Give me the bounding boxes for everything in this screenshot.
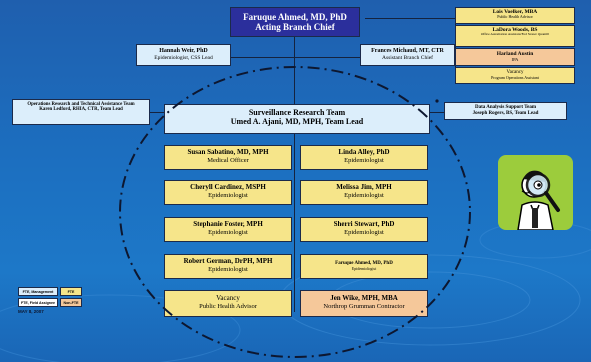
left-lead-box: Hannah Weir, PhD Epidemiologist, CSS Lea… (136, 44, 231, 66)
staff-name: Lois Voelker, MBA (492, 9, 538, 15)
member-box: Melissa Jim, MPH Epidemiologist (300, 180, 428, 205)
left-lead-title: Epidemiologist, CSS Lead (154, 54, 213, 61)
legend-date: MAY 8, 2007 (18, 309, 44, 314)
member-name: Melissa Jim, MPH (336, 183, 392, 191)
staff-title: Office Automation Assistant/Fed Stoner Q… (480, 32, 550, 37)
legend-label: FTE, Management (22, 289, 54, 294)
member-title: Epidemiologist (344, 228, 384, 236)
member-name: Sherri Stewart, PhD (333, 220, 395, 228)
data-team-lead: Joseph Rogers, BS, Team Lead (472, 110, 539, 116)
member-box: Stephanie Foster, MPH Epidemiologist (164, 217, 292, 242)
data-team-box: Data Analysis Support Team Joseph Rogers… (444, 102, 567, 120)
right-lead-name: Frances Michaud, MT, CTR (371, 48, 444, 54)
member-name: Robert German, DrPH, MPH (183, 257, 273, 265)
member-box: Susan Sabatino, MD, MPH Medical Officer (164, 145, 292, 170)
member-name: Susan Sabatino, MD, MPH (187, 148, 269, 156)
staff-box-austin: Harland Austin IPA (455, 48, 575, 66)
member-title: Epidemiologist (344, 191, 384, 199)
member-box: Cheryll Cardinez, MSPH Epidemiologist (164, 180, 292, 205)
member-title: Epidemiologist (351, 265, 377, 271)
staff-name: Vacancy (506, 70, 524, 75)
legend-fte-field: FTE, Field Assignee (18, 298, 58, 307)
member-name: Vacancy (216, 294, 240, 302)
staff-box-voelker: Lois Voelker, MBA Public Health Advisor (455, 7, 575, 24)
member-box: Robert German, DrPH, MPH Epidemiologist (164, 254, 292, 279)
surveillance-team-box: Surveillance Research Team Umed A. Ajani… (164, 104, 430, 134)
ops-team-lead: Karen Ledford, RHIA, CTR, Team Lead (39, 107, 123, 113)
staff-name: LaDora Woods, BS (492, 27, 538, 33)
chief-box: Faruque Ahmed, MD, PhD Acting Branch Chi… (230, 7, 360, 37)
left-lead-name: Hannah Weir, PhD (159, 48, 208, 54)
member-box: Faruque Ahmed, MD, PhD Epidemiologist (300, 254, 428, 279)
legend-non-fte: Non-FTE (60, 298, 82, 307)
staff-title: Public Health Advisor (497, 14, 533, 20)
data-team-name: Data Analysis Support Team (475, 105, 536, 110)
member-name: Jen Wike, MPH, MBA (330, 294, 398, 302)
member-title: Epidemiologist (208, 191, 248, 199)
member-title: Northrop Grumman Contractor (323, 302, 405, 310)
member-box: Jen Wike, MPH, MBA Northrop Grumman Cont… (300, 290, 428, 317)
clipart-panel (498, 155, 573, 231)
ops-team-name: Operations Research and Technical Assist… (27, 102, 135, 107)
member-title: Epidemiologist (344, 156, 384, 164)
member-name: Stephanie Foster, MPH (193, 220, 263, 228)
staff-name: Harland Austin (496, 51, 534, 57)
staff-box-vacancy: Vacancy Program Operations Assistant (455, 67, 575, 84)
chief-name: Faruque Ahmed, MD, PhD (243, 12, 347, 22)
right-lead-title: Assistant Branch Chief (381, 54, 434, 61)
connector-members (294, 134, 295, 312)
legend-label: FTE (67, 289, 75, 294)
member-name: Cheryll Cardinez, MSPH (190, 183, 266, 191)
member-title: Medical Officer (207, 156, 249, 164)
magnifying-glass-person-icon (517, 170, 560, 231)
connector-staff (365, 18, 455, 19)
connector-chief-down (294, 37, 295, 105)
surveillance-team-lead: Umed A. Ajani, MD, MPH, Team Lead (230, 116, 364, 126)
member-title: Epidemiologist (208, 265, 248, 273)
connector-ops (150, 112, 164, 113)
member-title: Public Health Advisor (199, 302, 257, 310)
staff-title: Program Operations Assistant (491, 74, 539, 80)
legend-label: Non-FTE (63, 300, 79, 305)
member-box: Linda Alley, PhD Epidemiologist (300, 145, 428, 170)
connector-hannah (203, 57, 294, 58)
legend-fte-management: FTE, Management (18, 287, 58, 296)
right-lead-box: Frances Michaud, MT, CTR Assistant Branc… (360, 44, 455, 66)
ops-team-box: Operations Research and Technical Assist… (12, 99, 150, 125)
staff-box-woods: LaDora Woods, BS Office Automation Assis… (455, 25, 575, 47)
member-name: Linda Alley, PhD (338, 148, 390, 156)
member-box: Sherri Stewart, PhD Epidemiologist (300, 217, 428, 242)
connector-frances (295, 57, 365, 58)
chief-title: Acting Branch Chief (255, 22, 335, 33)
staff-title: IPA (511, 57, 519, 63)
member-box: Vacancy Public Health Advisor (164, 290, 292, 317)
member-title: Epidemiologist (208, 228, 248, 236)
legend-label: FTE, Field Assignee (20, 300, 55, 305)
legend-fte: FTE (60, 287, 82, 296)
